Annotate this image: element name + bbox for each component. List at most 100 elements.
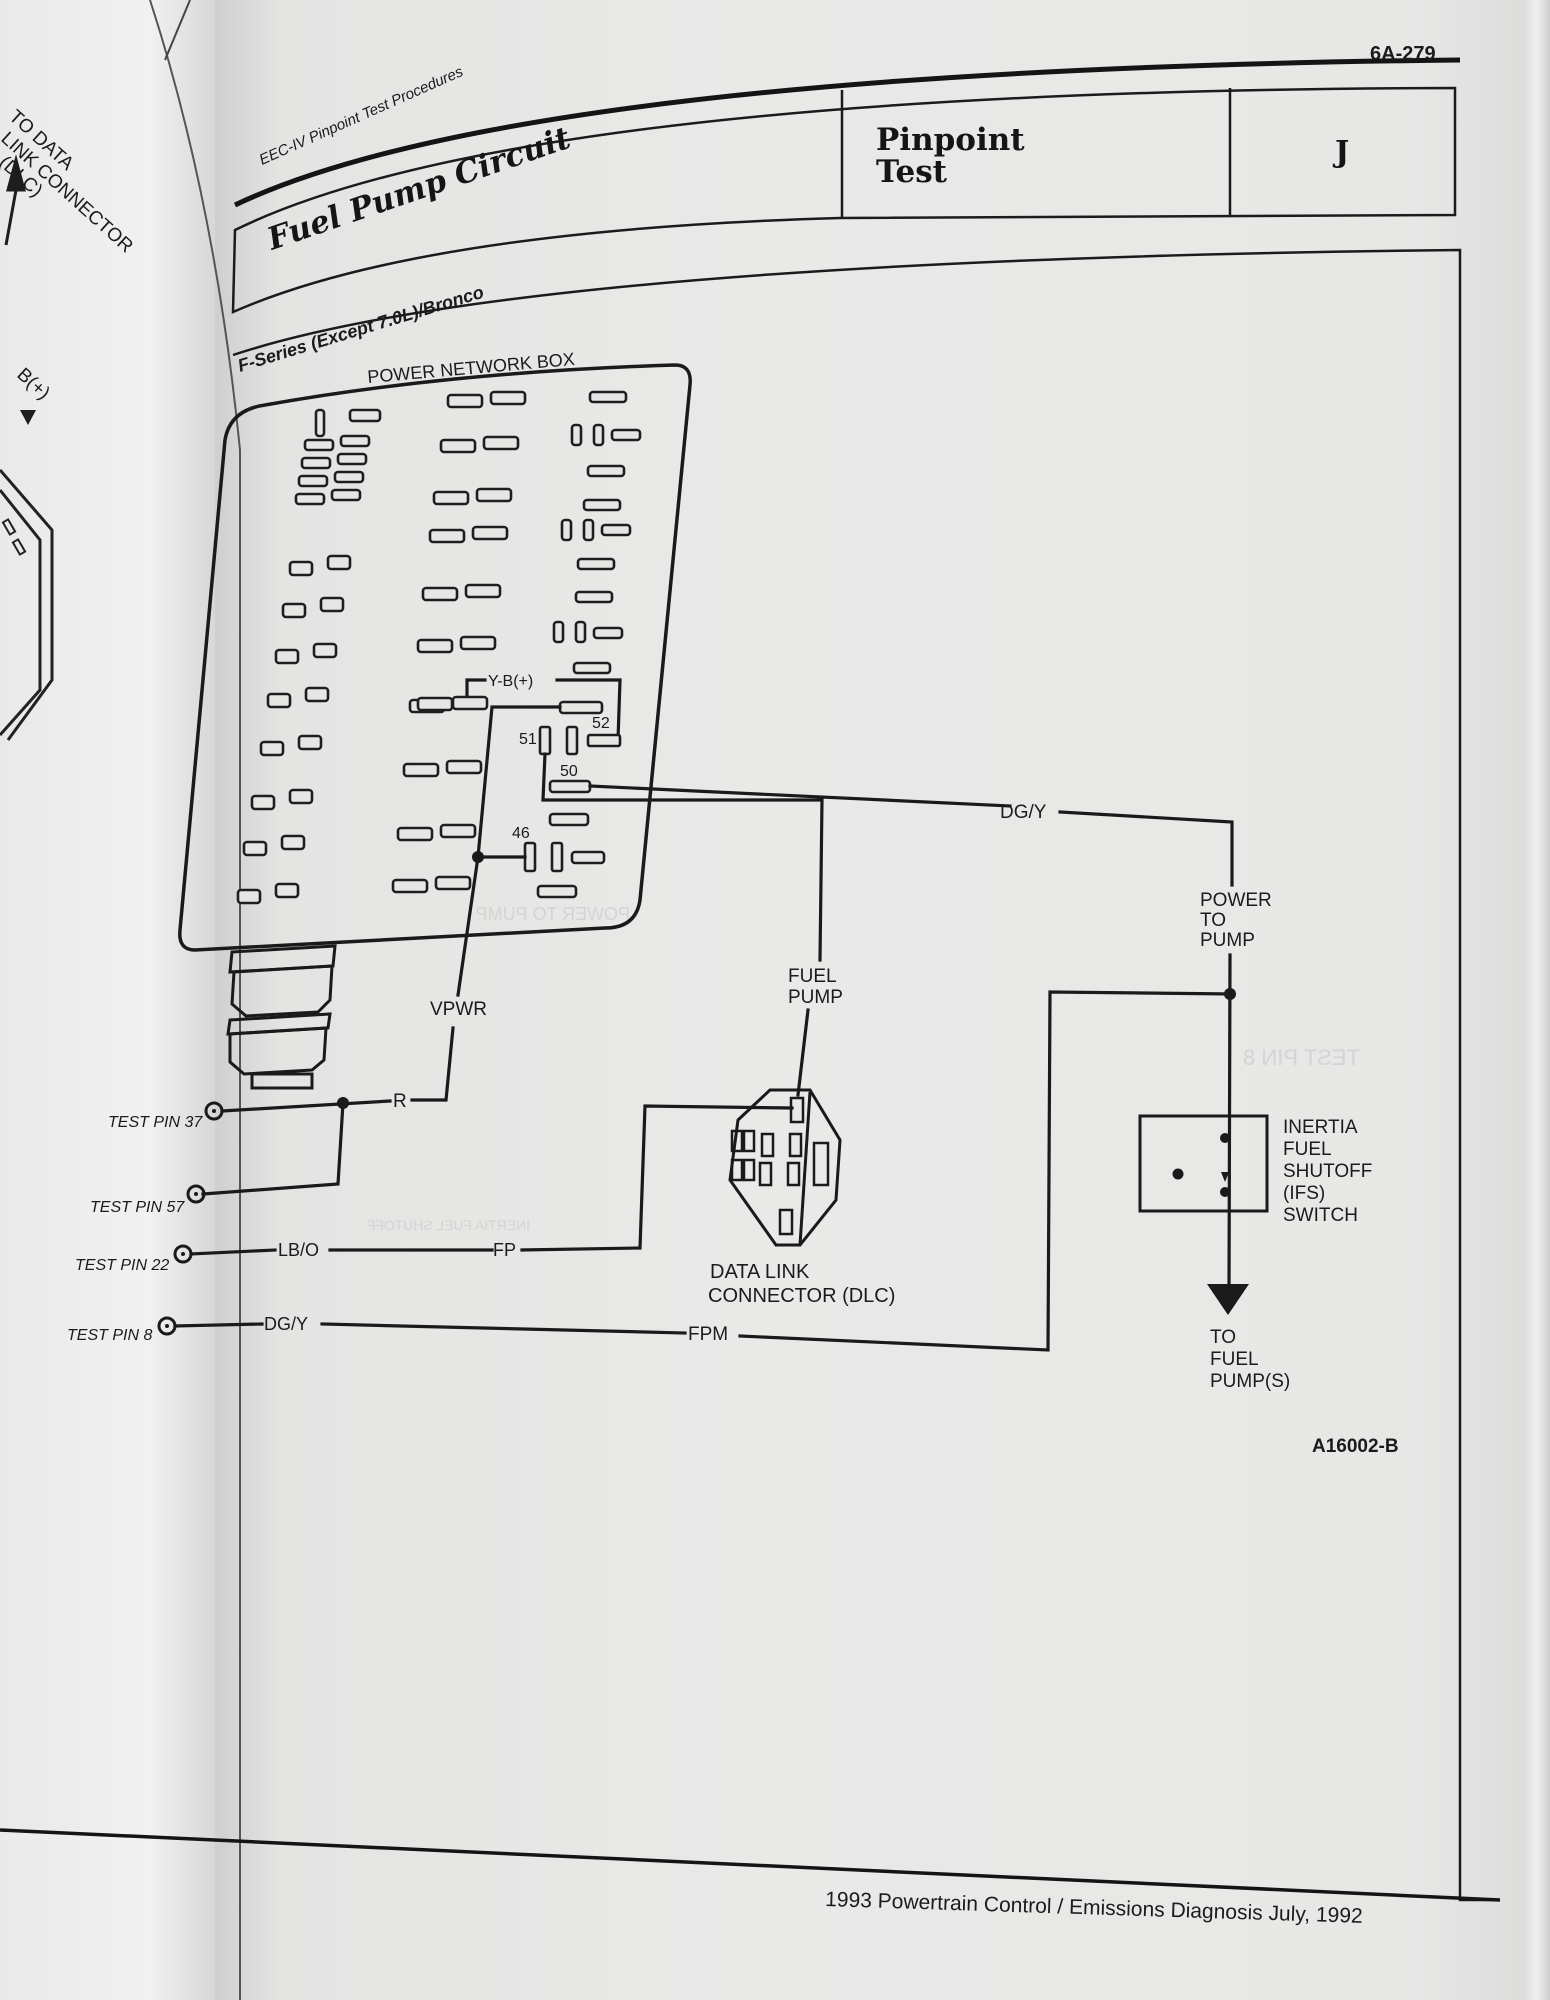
fuse <box>489 390 527 406</box>
fuse <box>421 586 459 602</box>
wire-label-dg-y-top: DG/Y <box>1000 802 1047 823</box>
wire-pin57 <box>201 1101 345 1196</box>
wire-fuel-pump-relay <box>541 752 824 962</box>
fuse <box>560 518 573 542</box>
fuse <box>588 390 628 404</box>
wire-label-r: R <box>393 1091 407 1112</box>
wire-label-vpwr: VPWR <box>430 999 487 1020</box>
wire-dg-y-bottom-left <box>173 1322 264 1328</box>
fuse <box>570 423 583 447</box>
dlc-label-1: DATA LINK <box>710 1261 810 1283</box>
fuel-pump-label-2: PUMP <box>788 987 843 1008</box>
footer-rule <box>0 1828 1501 1902</box>
wire-dg-y-top-left <box>588 784 1012 808</box>
power-to-pump-label-1: POWER <box>1200 890 1272 911</box>
fuse <box>303 438 335 452</box>
fuse <box>312 642 338 659</box>
fuse <box>326 554 352 571</box>
fuse <box>471 525 509 541</box>
left-b-plus: B(+) <box>13 364 54 404</box>
fuse <box>297 474 329 488</box>
fuse <box>319 596 345 613</box>
terminal-46: 46 <box>512 825 530 842</box>
fuse <box>314 408 326 438</box>
wire-label-fp: FP <box>493 1240 516 1260</box>
test-letter: J <box>1332 135 1349 170</box>
ifs-label-4: (IFS) <box>1283 1183 1325 1204</box>
left-arrow-icon <box>4 154 26 246</box>
relay-terminal <box>548 812 590 827</box>
fuse <box>586 464 626 478</box>
page-header: 6A-279 EEC-IV Pinpoint Test Procedures F… <box>231 43 1500 1902</box>
ifs-switch-box <box>1138 1114 1269 1213</box>
fuse <box>600 523 632 537</box>
test-pin-8-label: TEST PIN 8 <box>67 1327 152 1344</box>
fuse <box>592 423 605 447</box>
relay-terminal-52 <box>586 733 622 748</box>
fuse <box>434 875 472 891</box>
wire-vpwr-upper <box>456 855 480 997</box>
fuse <box>582 518 595 542</box>
wire-power-to-pump <box>1227 953 1232 1292</box>
test-pin-57-label: TEST PIN 57 <box>90 1199 185 1216</box>
wiring-diagram: F-Series (Except 7.0L)/Bronco POWER NETW… <box>67 282 1399 1457</box>
left-b-arrow-icon <box>20 410 36 425</box>
relay-terminal <box>565 725 579 756</box>
fuse <box>259 740 285 757</box>
bleed-through: TEST PIN 8 POWER TO PUMP INERTIA FUEL SH… <box>367 904 1360 1233</box>
fuse <box>439 438 477 454</box>
page-edge <box>1522 0 1550 2000</box>
test-type-line1: Pinpoint <box>876 122 1025 158</box>
left-module-pin <box>11 538 27 556</box>
wire-relay-feed <box>476 705 562 859</box>
left-page-line <box>164 0 191 61</box>
pnb-stud <box>226 944 337 1090</box>
fuse <box>333 470 365 484</box>
fuse <box>330 488 362 502</box>
header-box <box>231 86 1457 314</box>
fuse <box>451 695 489 711</box>
wire-dg-y-bottom-mid <box>320 1322 687 1335</box>
ifs-label-3: SHUTOFF <box>1283 1161 1372 1182</box>
fuse <box>396 826 434 842</box>
test-pin-37-icon[interactable] <box>204 1101 224 1121</box>
left-module-outline <box>0 469 54 741</box>
fuse <box>416 696 454 712</box>
test-pin-57-icon[interactable] <box>186 1184 206 1204</box>
fuse <box>459 635 497 651</box>
fuse <box>348 408 382 423</box>
fuse <box>242 840 268 857</box>
fuse <box>572 661 612 675</box>
fuse <box>274 882 300 899</box>
wire-vpwr-lower <box>410 1026 455 1102</box>
section-label: EEC-IV Pinpoint Test Procedures <box>257 63 466 169</box>
wire-r-pin37 <box>220 1099 392 1113</box>
fuel-pump-label-1: FUEL <box>788 966 837 987</box>
header-rule <box>233 57 1461 208</box>
fuse <box>592 626 624 640</box>
fuse <box>294 492 326 506</box>
wire-label-dg-y-bottom: DG/Y <box>264 1314 308 1334</box>
to-fuel-pump-label-3: PUMP(S) <box>1210 1371 1290 1392</box>
left-dlc-note-2: LINK CONNECTOR <box>0 128 137 257</box>
left-page-curve <box>149 0 241 2000</box>
fuse <box>402 762 440 778</box>
ifs-arrow-icon <box>1221 1172 1229 1182</box>
fuse <box>445 759 483 775</box>
fuse <box>416 638 454 654</box>
yb-label: Y-B(+) <box>488 673 533 690</box>
wire-fp-to-dlc <box>520 1104 794 1252</box>
dlc-connector <box>728 1088 842 1247</box>
fuse-array <box>236 390 642 905</box>
fuse <box>336 452 368 466</box>
fuse <box>482 435 520 451</box>
left-page-content: TO DATA LINK CONNECTOR (DLC) B(+) <box>0 0 241 2000</box>
relay-terminal <box>570 850 606 865</box>
fuse <box>300 456 332 470</box>
wire-label-lb-o: LB/O <box>278 1240 319 1260</box>
wire-yb <box>555 678 622 742</box>
wire-yb-stub <box>465 678 487 697</box>
fuse <box>446 393 484 409</box>
terminal-51: 51 <box>519 731 537 748</box>
